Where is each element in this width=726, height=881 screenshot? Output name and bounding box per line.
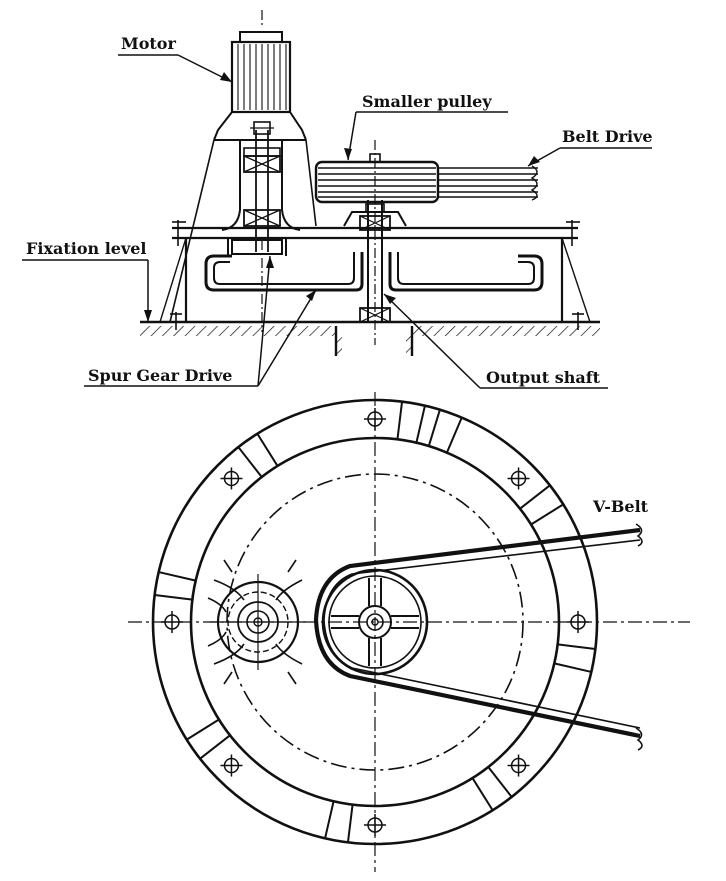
fixation-level-label: Fixation level [26,239,147,258]
housing-rib [154,593,193,601]
housing-outer-ring [151,398,599,846]
gearbox-housing [140,139,600,330]
housing-rib [346,804,354,843]
housing-rib [396,401,404,440]
housing-rib [487,766,513,798]
housing-rib [554,662,592,673]
housing-rib [445,417,463,454]
pinion-hub [227,238,287,256]
plan-view [128,392,690,872]
pinion-plan [207,559,306,685]
housing-rib [530,503,564,526]
smaller-pulley-body [314,153,440,204]
housing-ribs [154,401,596,843]
housing-rib [158,571,196,582]
housing-rib [427,409,441,447]
spur-gear-right [388,252,544,292]
input-shaft [243,130,281,252]
housing-rib [324,801,335,839]
belt-strands [438,165,538,201]
motor-label: Motor [121,34,176,53]
housing-rib [557,643,596,651]
housing-rib [256,433,279,467]
v-belt-plan [313,523,643,751]
housing-rib [237,446,263,478]
side-elevation-view [22,10,652,389]
spur-gear-drive-label: Spur Gear Drive [88,366,233,385]
output-shaft-label: Output shaft [486,368,601,387]
output-shaft-body [343,200,407,323]
housing-bolt-holes [161,408,589,836]
belt-drive-label: Belt Drive [562,127,653,146]
leader-lines [22,54,652,389]
spur-gear-left [204,252,364,292]
housing-rib [471,777,494,811]
housing-rib [186,718,220,741]
housing-inner-ring [189,436,561,808]
housing-rib [199,734,231,760]
motor-body [230,31,292,114]
housing-rib [519,484,551,510]
motor-bracket [213,111,307,231]
foundation [140,326,600,356]
v-belt-label: V-Belt [593,497,649,516]
arrow-heads [144,72,540,322]
smaller-pulley-label: Smaller pulley [362,92,492,111]
pulley-plan [321,568,429,676]
housing-rib [415,405,426,443]
